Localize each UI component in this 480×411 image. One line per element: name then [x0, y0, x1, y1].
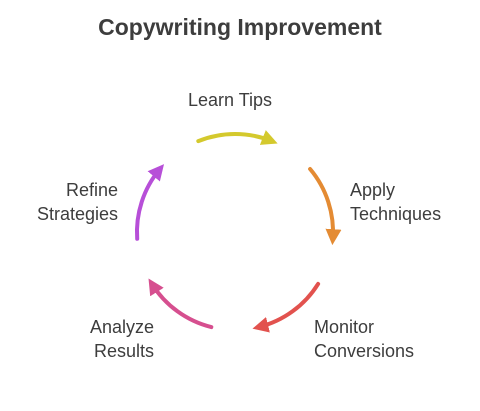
- step-label-apply-techniques: Apply Techniques: [350, 180, 442, 224]
- step-label-learn-tips: Learn Tips: [188, 90, 273, 110]
- arc-refine-to-learn: [134, 164, 165, 241]
- arc-monitor-to-analyze: [252, 281, 321, 333]
- arc-apply-to-monitor: [308, 167, 342, 246]
- step-label-refine-strategies: Refine Strategies: [36, 180, 118, 224]
- diagram-title: Copywriting Improvement: [98, 14, 382, 40]
- step-label-monitor-conversions: Monitor Conversions: [314, 317, 415, 361]
- step-label-analyze-results: Analyze Results: [89, 317, 154, 361]
- arc-analyze-to-refine: [148, 278, 214, 330]
- arc-learn-to-apply: [196, 130, 278, 145]
